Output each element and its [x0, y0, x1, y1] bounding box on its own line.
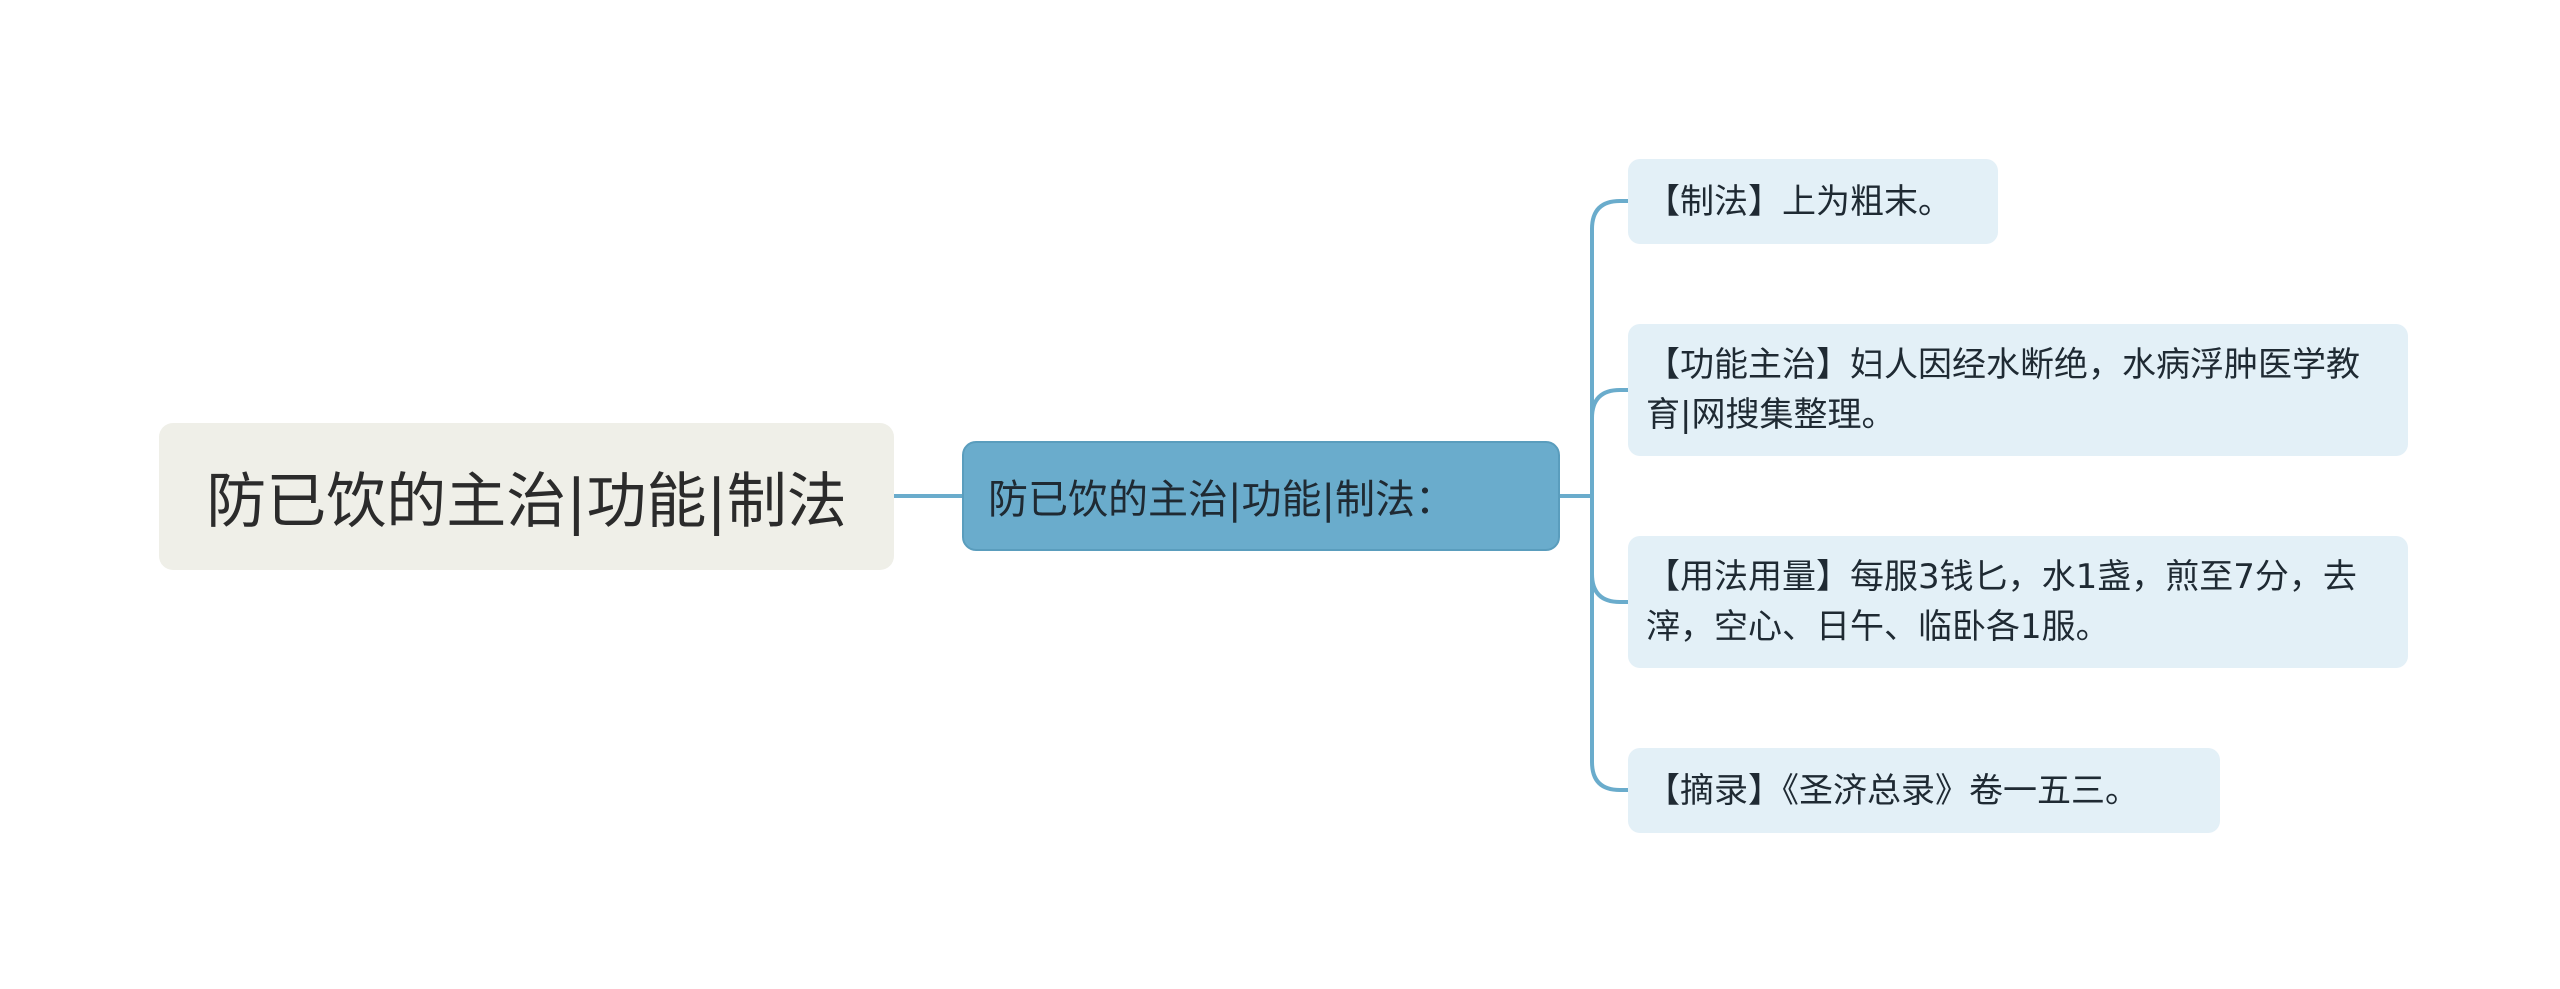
leaf-node-label: 【功能主治】妇人因经水断绝，水病浮肿医学教育|网搜集整理。	[1646, 345, 2360, 435]
leaf-connector-2	[1590, 494, 1630, 604]
leaf-node-preparation[interactable]: 【制法】上为粗末。	[1628, 159, 1998, 244]
leaf-node-dosage[interactable]: 【用法用量】每服3钱匕，水1盏，煎至7分，去滓，空心、日午、临卧各1服。	[1628, 536, 2408, 668]
leaf-node-source[interactable]: 【摘录】《圣济总录》卷一五三。	[1628, 748, 2220, 833]
leaf-connector-3	[1590, 494, 1630, 792]
root-node-label: 防已饮的主治|功能|制法	[206, 467, 847, 537]
leaf-connector-1	[1590, 388, 1630, 498]
branch-node[interactable]: 防已饮的主治|功能|制法：	[962, 441, 1560, 551]
leaf-node-indications[interactable]: 【功能主治】妇人因经水断绝，水病浮肿医学教育|网搜集整理。	[1628, 324, 2408, 456]
leaf-node-label: 【制法】上为粗末。	[1646, 181, 1952, 222]
leaf-node-label: 【用法用量】每服3钱匕，水1盏，煎至7分，去滓，空心、日午、临卧各1服。	[1646, 557, 2357, 647]
branch-node-label: 防已饮的主治|功能|制法：	[988, 477, 1455, 523]
leaf-node-label: 【摘录】《圣济总录》卷一五三。	[1646, 770, 2139, 811]
root-node[interactable]: 防已饮的主治|功能|制法	[159, 423, 894, 570]
leaf-connector-0	[1590, 199, 1630, 498]
